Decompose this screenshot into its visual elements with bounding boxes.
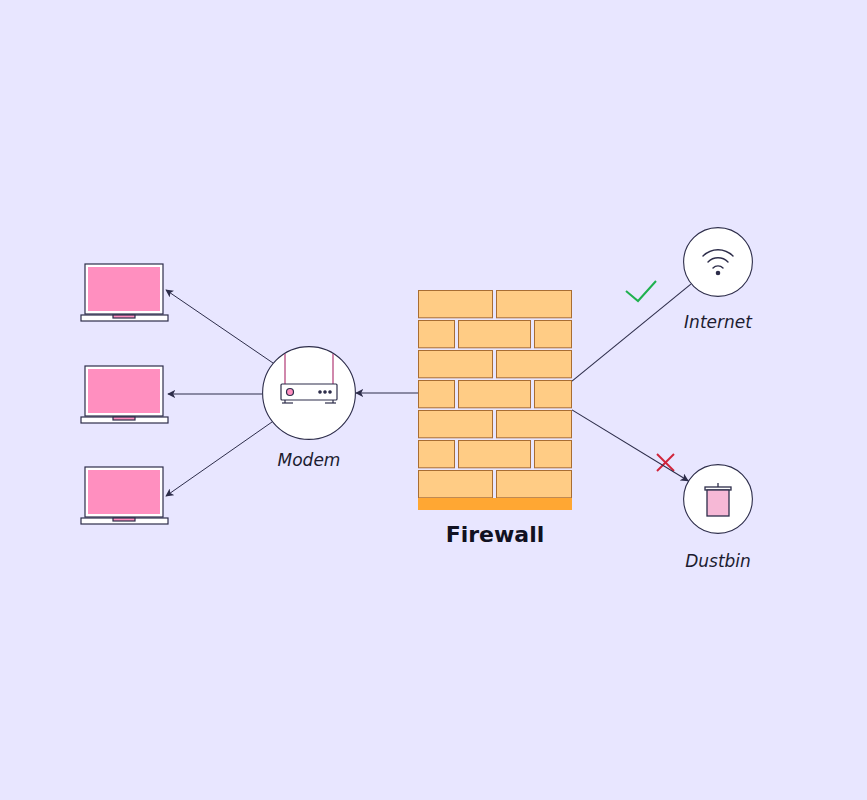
icon	[705, 483, 731, 516]
connector	[572, 284, 691, 381]
dustbin-circle: Dustbin	[683, 464, 753, 534]
check-mark	[626, 281, 656, 301]
connector	[572, 410, 688, 481]
firewall-wall: Firewall	[418, 290, 572, 510]
leader-line	[166, 422, 272, 496]
laptop-icons	[81, 264, 168, 524]
internet-circle: Internet	[683, 227, 753, 297]
laptop	[81, 467, 168, 524]
leader-lines	[166, 290, 273, 496]
node-outline	[683, 227, 753, 297]
node-outline	[683, 464, 753, 534]
node-label: Internet	[684, 312, 752, 332]
node-outline	[262, 346, 356, 440]
icon	[703, 250, 733, 275]
node-label: Dustbin	[685, 551, 751, 571]
node-label: Modem	[278, 450, 341, 470]
leader-line	[168, 394, 262, 395]
connector	[356, 392, 418, 393]
modem-circle: Modem	[262, 346, 356, 440]
cross-mark	[657, 454, 674, 471]
brick-wall	[418, 290, 572, 510]
icon	[281, 354, 337, 403]
leader-line	[166, 290, 273, 363]
laptop	[81, 264, 168, 321]
laptop	[81, 366, 168, 423]
node-label: Firewall	[446, 522, 545, 547]
